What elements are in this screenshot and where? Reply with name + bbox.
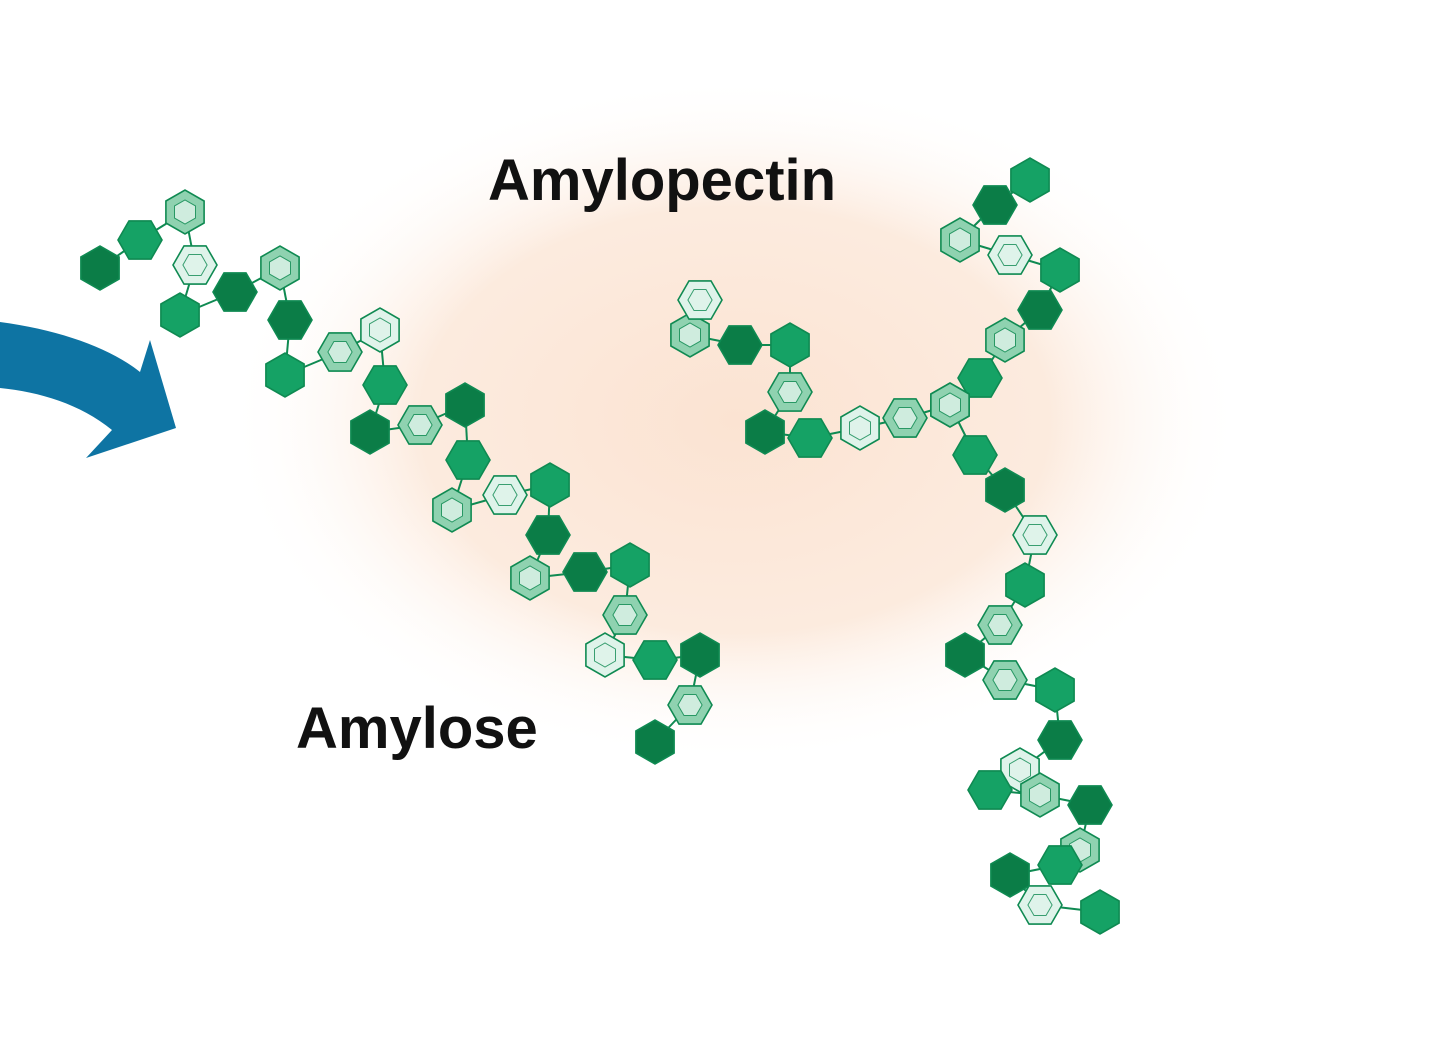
glucose-ring-inner bbox=[492, 484, 518, 506]
glucose-hexagon-icon bbox=[1035, 667, 1075, 713]
glucose-ring-inner bbox=[677, 694, 703, 716]
glucose-ring-inner bbox=[777, 381, 803, 403]
glucose-hexagon-icon bbox=[530, 462, 570, 508]
glucose-ring-inner bbox=[174, 199, 196, 225]
glucose-hexagon-icon bbox=[945, 632, 985, 678]
glucose-ring-inner bbox=[992, 669, 1018, 691]
amylose-chain bbox=[80, 189, 720, 765]
glucose-ring-inner bbox=[892, 407, 918, 429]
glucose-hexagon-icon bbox=[362, 365, 408, 405]
curved-arrow-icon bbox=[0, 322, 176, 458]
glucose-hexagon-icon bbox=[117, 220, 163, 260]
glucose-hexagon-icon bbox=[212, 272, 258, 312]
glucose-hexagon-icon bbox=[952, 435, 998, 475]
glucose-hexagon-icon bbox=[680, 632, 720, 678]
glucose-hexagon-icon bbox=[1080, 889, 1120, 935]
glucose-ring-inner bbox=[949, 227, 971, 253]
glucose-hexagon-icon bbox=[967, 770, 1013, 810]
glucose-hexagon-icon bbox=[267, 300, 313, 340]
glucose-hexagon-icon bbox=[957, 358, 1003, 398]
glucose-hexagon-icon bbox=[610, 542, 650, 588]
glucose-hexagon-icon bbox=[445, 382, 485, 428]
glucose-ring-inner bbox=[1022, 524, 1048, 546]
glucose-hexagon-icon bbox=[990, 852, 1030, 898]
glucose-ring-inner bbox=[269, 255, 291, 281]
glucose-hexagon-icon bbox=[1037, 720, 1083, 760]
glucose-ring-inner bbox=[594, 642, 616, 668]
glucose-ring-inner bbox=[519, 565, 541, 591]
glucose-hexagon-icon bbox=[985, 467, 1025, 513]
glucose-hexagon-icon bbox=[445, 440, 491, 480]
glucose-hexagon-icon bbox=[562, 552, 608, 592]
glucose-ring-inner bbox=[369, 317, 391, 343]
glucose-ring-inner bbox=[407, 414, 433, 436]
glucose-hexagon-icon bbox=[770, 322, 810, 368]
glucose-hexagon-icon bbox=[1067, 785, 1113, 825]
glucose-hexagon-icon bbox=[1017, 290, 1063, 330]
glucose-hexagon-icon bbox=[525, 515, 571, 555]
glucose-hexagon-icon bbox=[745, 409, 785, 455]
glucose-ring-inner bbox=[327, 341, 353, 363]
glucose-ring-inner bbox=[687, 289, 713, 311]
amylopectin-chain bbox=[670, 157, 1120, 935]
glucose-ring-inner bbox=[849, 415, 871, 441]
glucose-ring-inner bbox=[1027, 894, 1053, 916]
glucose-ring-inner bbox=[441, 497, 463, 523]
glucose-hexagon-icon bbox=[1040, 247, 1080, 293]
glucose-hexagon-icon bbox=[787, 418, 833, 458]
glucose-hexagon-icon bbox=[632, 640, 678, 680]
glucose-ring-inner bbox=[679, 322, 701, 348]
glucose-hexagon-icon bbox=[265, 352, 305, 398]
glucose-ring-inner bbox=[1029, 782, 1051, 808]
glucose-ring-inner bbox=[182, 254, 208, 276]
glucose-ring-inner bbox=[1009, 757, 1031, 783]
background-glow bbox=[225, 75, 1245, 765]
amylopectin-label: Amylopectin bbox=[488, 148, 837, 213]
glucose-hexagon-icon bbox=[972, 185, 1018, 225]
glucose-ring-inner bbox=[997, 244, 1023, 266]
glucose-hexagon-icon bbox=[635, 719, 675, 765]
amylose-label: Amylose bbox=[296, 696, 538, 761]
glucose-ring-inner bbox=[939, 392, 961, 418]
glucose-hexagon-icon bbox=[717, 325, 763, 365]
glucose-hexagon-icon bbox=[1005, 562, 1045, 608]
glucose-hexagon-icon bbox=[1037, 845, 1083, 885]
glucose-hexagon-icon bbox=[1010, 157, 1050, 203]
glucose-hexagon-icon bbox=[350, 409, 390, 455]
glucose-hexagon-icon bbox=[160, 292, 200, 338]
glucose-ring-inner bbox=[612, 604, 638, 626]
glucose-ring-inner bbox=[994, 327, 1016, 353]
glucose-hexagon-icon bbox=[80, 245, 120, 291]
glucose-ring-inner bbox=[987, 614, 1013, 636]
